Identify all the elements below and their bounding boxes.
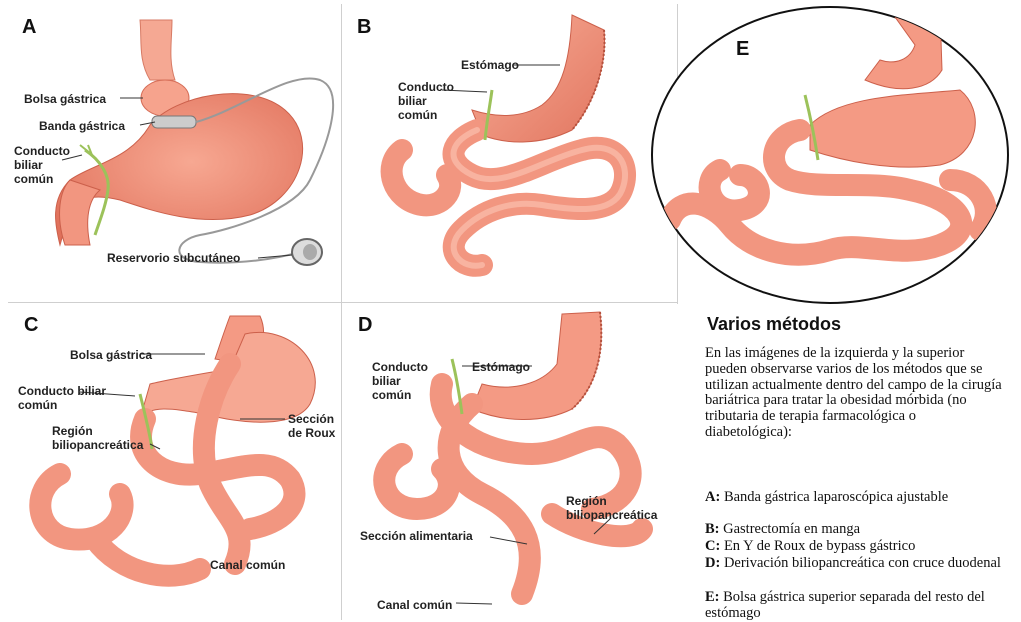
common-channel	[40, 474, 200, 576]
panel-c: C Bolsa gástrica Conducto biliar común R…	[0, 304, 340, 622]
panel-d: D Conducto biliar común Estómago Región …	[342, 304, 677, 622]
gastric-band	[152, 116, 196, 128]
label-banda-gastrica: Banda gástrica	[39, 119, 125, 133]
method-a: A: Banda gástrica laparoscópica ajustabl…	[705, 490, 1005, 506]
panel-e: E	[640, 0, 1021, 304]
panel-e-illustration	[640, 0, 1021, 304]
duodenum	[60, 180, 100, 245]
esophagus	[140, 20, 175, 80]
label-canal-comun: Canal común	[377, 598, 452, 612]
method-d-key: D:	[705, 555, 720, 571]
method-c-text: En Y de Roux de bypass gástrico	[720, 538, 915, 554]
panel-d-illustration	[342, 304, 677, 622]
method-e: E: Bolsa gástrica superior separada del …	[705, 590, 1005, 622]
method-c: C: En Y de Roux de bypass gástrico	[705, 539, 1005, 555]
method-d-text: Derivación biliopancreática con cruce du…	[720, 555, 1001, 571]
method-e-key: E:	[705, 589, 720, 605]
panel-b-letter: B	[357, 16, 371, 39]
method-b: B: Gastrectomía en manga	[705, 522, 1005, 538]
label-bolsa-gastrica: Bolsa gástrica	[24, 92, 106, 106]
label-seccion-alimentaria: Sección alimentaria	[360, 529, 473, 543]
label-canal-comun: Canal común	[210, 558, 285, 572]
label-seccion-roux: Sección de Roux	[288, 412, 335, 440]
label-conducto-biliar: Conducto biliar común	[398, 80, 454, 122]
method-a-key: A:	[705, 489, 720, 505]
caption-intro: En las imágenes de la izquierda y la sup…	[705, 346, 1005, 441]
label-conducto-biliar: Conducto biliar común	[14, 144, 70, 186]
panel-b: B Estómago Conducto biliar común	[342, 0, 677, 302]
label-region-biliopancreatica: Región biliopancreática	[52, 424, 143, 452]
panel-c-letter: C	[24, 314, 38, 337]
label-conducto-biliar: Conducto biliar común	[372, 360, 428, 402]
method-e-text: Bolsa gástrica superior separada del res…	[705, 589, 985, 621]
label-estomago: Estómago	[461, 58, 519, 72]
method-d: D: Derivación biliopancreática con cruce…	[705, 556, 1005, 572]
method-b-text: Gastrectomía en manga	[720, 521, 861, 537]
method-b-key: B:	[705, 521, 720, 537]
caption-title: Varios métodos	[707, 314, 841, 335]
panel-b-illustration	[342, 0, 677, 302]
label-estomago: Estómago	[472, 360, 530, 374]
sleeve-stomach	[472, 15, 605, 142]
method-a-text: Banda gástrica laparoscópica ajustable	[720, 489, 948, 505]
method-c-key: C:	[705, 538, 720, 554]
panel-a: A Bolsa gástrica Banda gástrica Conducto…	[0, 0, 340, 302]
panel-a-letter: A	[22, 16, 36, 39]
divider-horizontal	[8, 302, 678, 303]
panel-d-letter: D	[358, 314, 372, 337]
panel-e-letter: E	[736, 38, 749, 61]
label-bolsa-gastrica: Bolsa gástrica	[70, 348, 152, 362]
panel-c-illustration	[0, 304, 340, 622]
label-region-biliopancreatica: Región biliopancreática	[566, 494, 657, 522]
label-conducto-biliar: Conducto biliar común	[18, 384, 106, 412]
label-reservorio: Reservorio subcutáneo	[107, 251, 240, 265]
